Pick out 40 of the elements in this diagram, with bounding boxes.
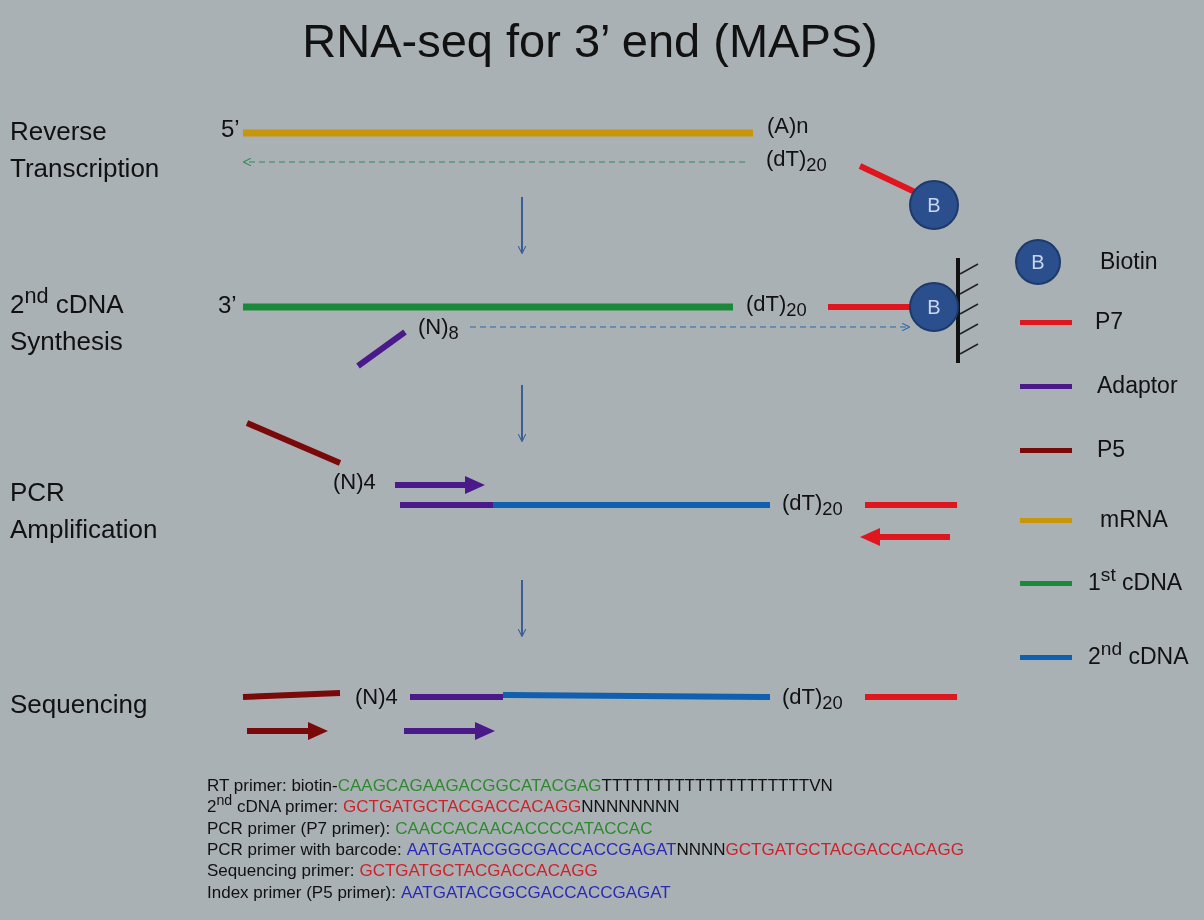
primer-sequence: NNNNNNNN	[581, 797, 680, 817]
biotin-circle: B	[1015, 239, 1061, 285]
legend-text: P5	[1097, 436, 1126, 463]
legend-text: mRNA	[1100, 506, 1168, 533]
primer-name: PCR primer (P7 primer):	[207, 818, 391, 838]
biotin-circle: B	[909, 282, 959, 332]
end-label: (A)n	[767, 113, 809, 139]
end-label: (dT)$_{20}$	[782, 490, 843, 516]
primer-name: Sequencing primer:	[207, 861, 355, 881]
primer-sequence: NNNN	[676, 839, 726, 859]
legend-text: Adaptor	[1097, 372, 1178, 399]
primer-sequence: CAAGCAGAAGACGGCATACGAG	[337, 776, 602, 795]
primer-sequence: TTTTTTTTTTTTTTTTTTTTVN	[601, 776, 833, 795]
end-label: 5’	[221, 115, 240, 143]
legend-text: P7	[1095, 308, 1124, 335]
end-label: (dT)$_{20}$	[782, 684, 843, 710]
end-label: (N)$_{8}$	[418, 314, 459, 340]
end-label: (dT)$_{20}$	[766, 146, 827, 172]
biotin-circle: B	[909, 180, 959, 230]
legend-text: 2$^{nd}$ cDNA	[1088, 643, 1189, 670]
primer-name: Index primer (P5 primer):	[207, 882, 396, 902]
primer-sequence: CAACCACAACACCCCATACCAC	[395, 818, 653, 838]
end-label: (N)4	[355, 684, 398, 710]
primer-sequence: GCTGATGCTACGACCACAGG	[359, 861, 598, 881]
title: RNA-seq for 3’ end (MAPS)	[301, 14, 879, 69]
step-label: Sequencing	[10, 690, 148, 720]
primer-sequence: GCTGATGCTACGACCACAGG	[343, 797, 582, 817]
primer-sequence: GCTGATGCTACGACCACAGG	[725, 839, 964, 859]
primer-name: RT primer: biotin-	[207, 776, 338, 795]
legend-text: 1$^{st}$ cDNA	[1088, 569, 1183, 596]
end-label: (N)4	[333, 469, 376, 495]
end-label: (dT)$_{20}$	[746, 291, 807, 317]
step-label: PCR Amplification	[10, 476, 159, 546]
step-label: Reverse Transcription	[10, 115, 161, 185]
primer-sequence: AATGATACGGCGACCACCGAGAT	[406, 839, 677, 859]
legend-text: Biotin	[1100, 248, 1158, 275]
primer-name: PCR primer with barcode:	[207, 839, 402, 859]
end-label: 3’	[218, 291, 237, 319]
primer-sequence: AATGATACGGCGACCACCGAGAT	[400, 882, 671, 902]
step-label: 2$^{nd}$ cDNA Synthesis	[10, 286, 124, 358]
